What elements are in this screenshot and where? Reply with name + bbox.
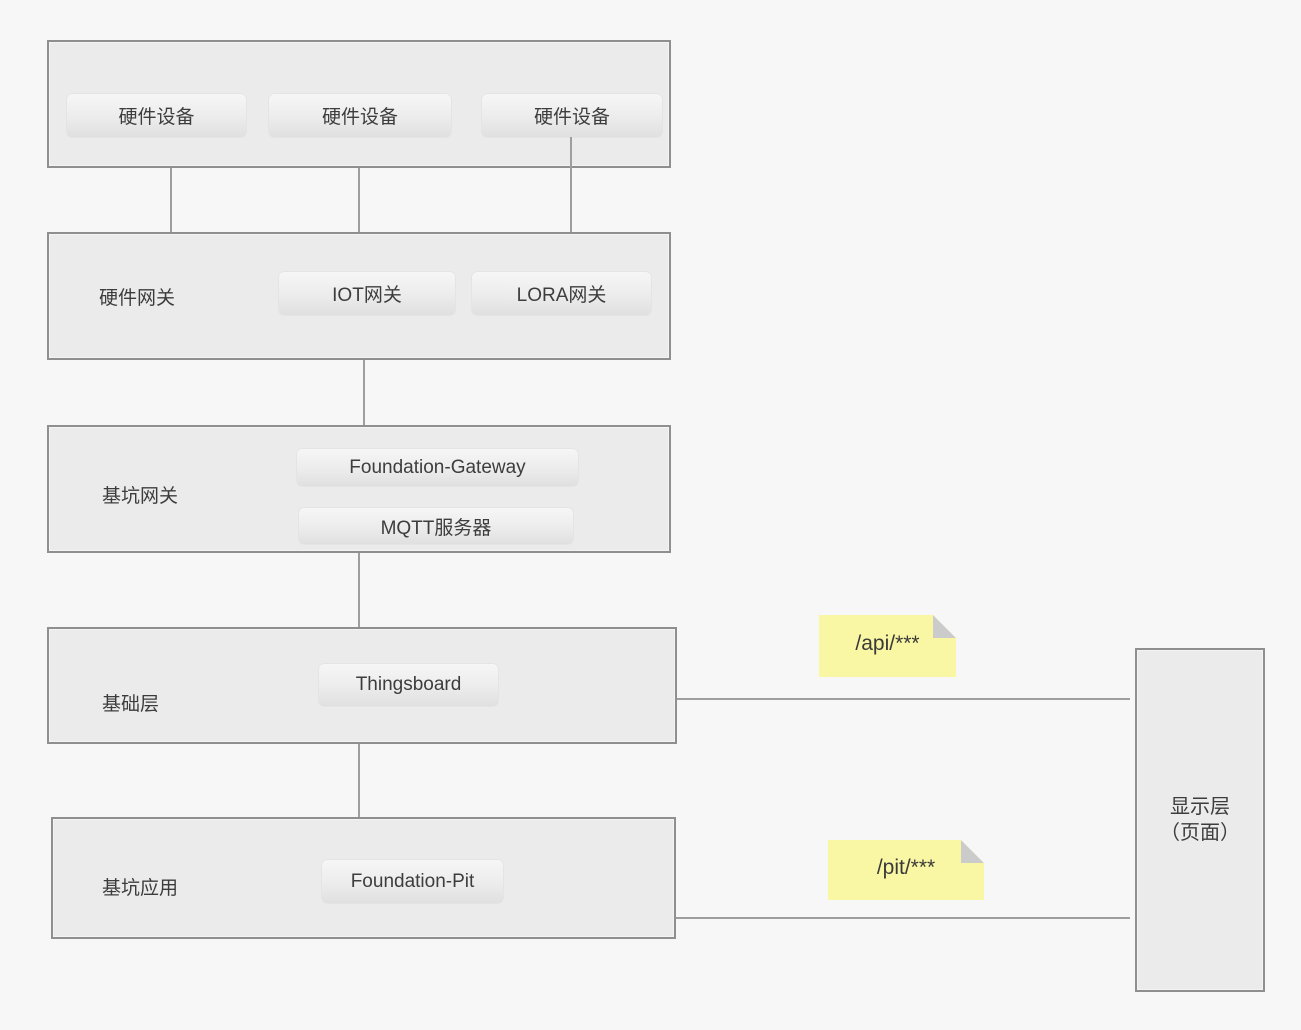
node-label: LORA网关 xyxy=(516,285,607,306)
node-label: 硬件设备 xyxy=(118,107,195,128)
node-label: 硬件设备 xyxy=(321,107,398,128)
group-label-hardware-gateway: 硬件网关 xyxy=(99,288,176,309)
group-pit-gateway[interactable]: 基坑网关 Foundation-Gateway MQTT服务器 xyxy=(47,425,671,553)
connector-pitapp-to-display xyxy=(676,917,1130,919)
note-fold-corner-icon xyxy=(961,840,984,863)
group-label-pit-gateway: 基坑网关 xyxy=(102,486,179,507)
note-text: /api/*** xyxy=(855,632,920,655)
node-foundation-pit[interactable]: Foundation-Pit xyxy=(322,860,503,903)
node-label: MQTT服务器 xyxy=(380,517,492,539)
node-label: IOT网关 xyxy=(332,285,402,306)
note-text: /pit/*** xyxy=(876,856,936,879)
connector-device2-to-gateway xyxy=(358,168,360,232)
display-layer-line2: （页面） xyxy=(1160,822,1240,844)
node-mqtt-server[interactable]: MQTT服务器 xyxy=(299,508,573,544)
group-pit-app[interactable]: 基坑应用 Foundation-Pit xyxy=(51,817,676,939)
group-base-layer[interactable]: 基础层 Thingsboard xyxy=(47,627,677,744)
connector-base-to-display xyxy=(677,698,1130,700)
note-fold-corner-icon xyxy=(933,615,956,638)
group-display-layer[interactable]: 显示层 （页面） xyxy=(1135,648,1265,992)
note-pit-route[interactable]: /pit/*** xyxy=(828,840,984,900)
node-lora-gateway[interactable]: LORA网关 xyxy=(472,272,651,315)
node-label: 硬件设备 xyxy=(533,107,610,128)
group-label-base-layer: 基础层 xyxy=(102,694,160,715)
display-layer-line1: 显示层 xyxy=(1170,796,1230,818)
group-hardware-gateway[interactable]: 硬件网关 IOT网关 LORA网关 xyxy=(47,232,671,360)
connector-pitgw-to-base xyxy=(358,553,360,627)
node-iot-gateway[interactable]: IOT网关 xyxy=(279,272,455,315)
connector-base-to-pitapp xyxy=(358,744,360,817)
group-label-pit-app: 基坑应用 xyxy=(102,878,179,899)
note-api-route[interactable]: /api/*** xyxy=(819,615,956,677)
node-hardware-device-2[interactable]: 硬件设备 xyxy=(269,94,451,137)
connector-device3-to-gateway xyxy=(570,137,572,232)
node-hardware-device-1[interactable]: 硬件设备 xyxy=(67,94,246,137)
node-foundation-gateway[interactable]: Foundation-Gateway xyxy=(297,449,578,486)
node-hardware-device-3[interactable]: 硬件设备 xyxy=(482,94,662,137)
node-label: Foundation-Gateway xyxy=(349,456,526,478)
connector-hwgw-to-pitgw xyxy=(363,360,365,425)
node-thingsboard[interactable]: Thingsboard xyxy=(319,664,498,706)
connector-device1-to-gateway xyxy=(170,168,172,232)
node-label: Thingsboard xyxy=(355,674,462,695)
node-label: Foundation-Pit xyxy=(350,870,475,892)
group-hardware-devices[interactable]: 硬件设备 硬件设备 硬件设备 xyxy=(47,40,671,168)
